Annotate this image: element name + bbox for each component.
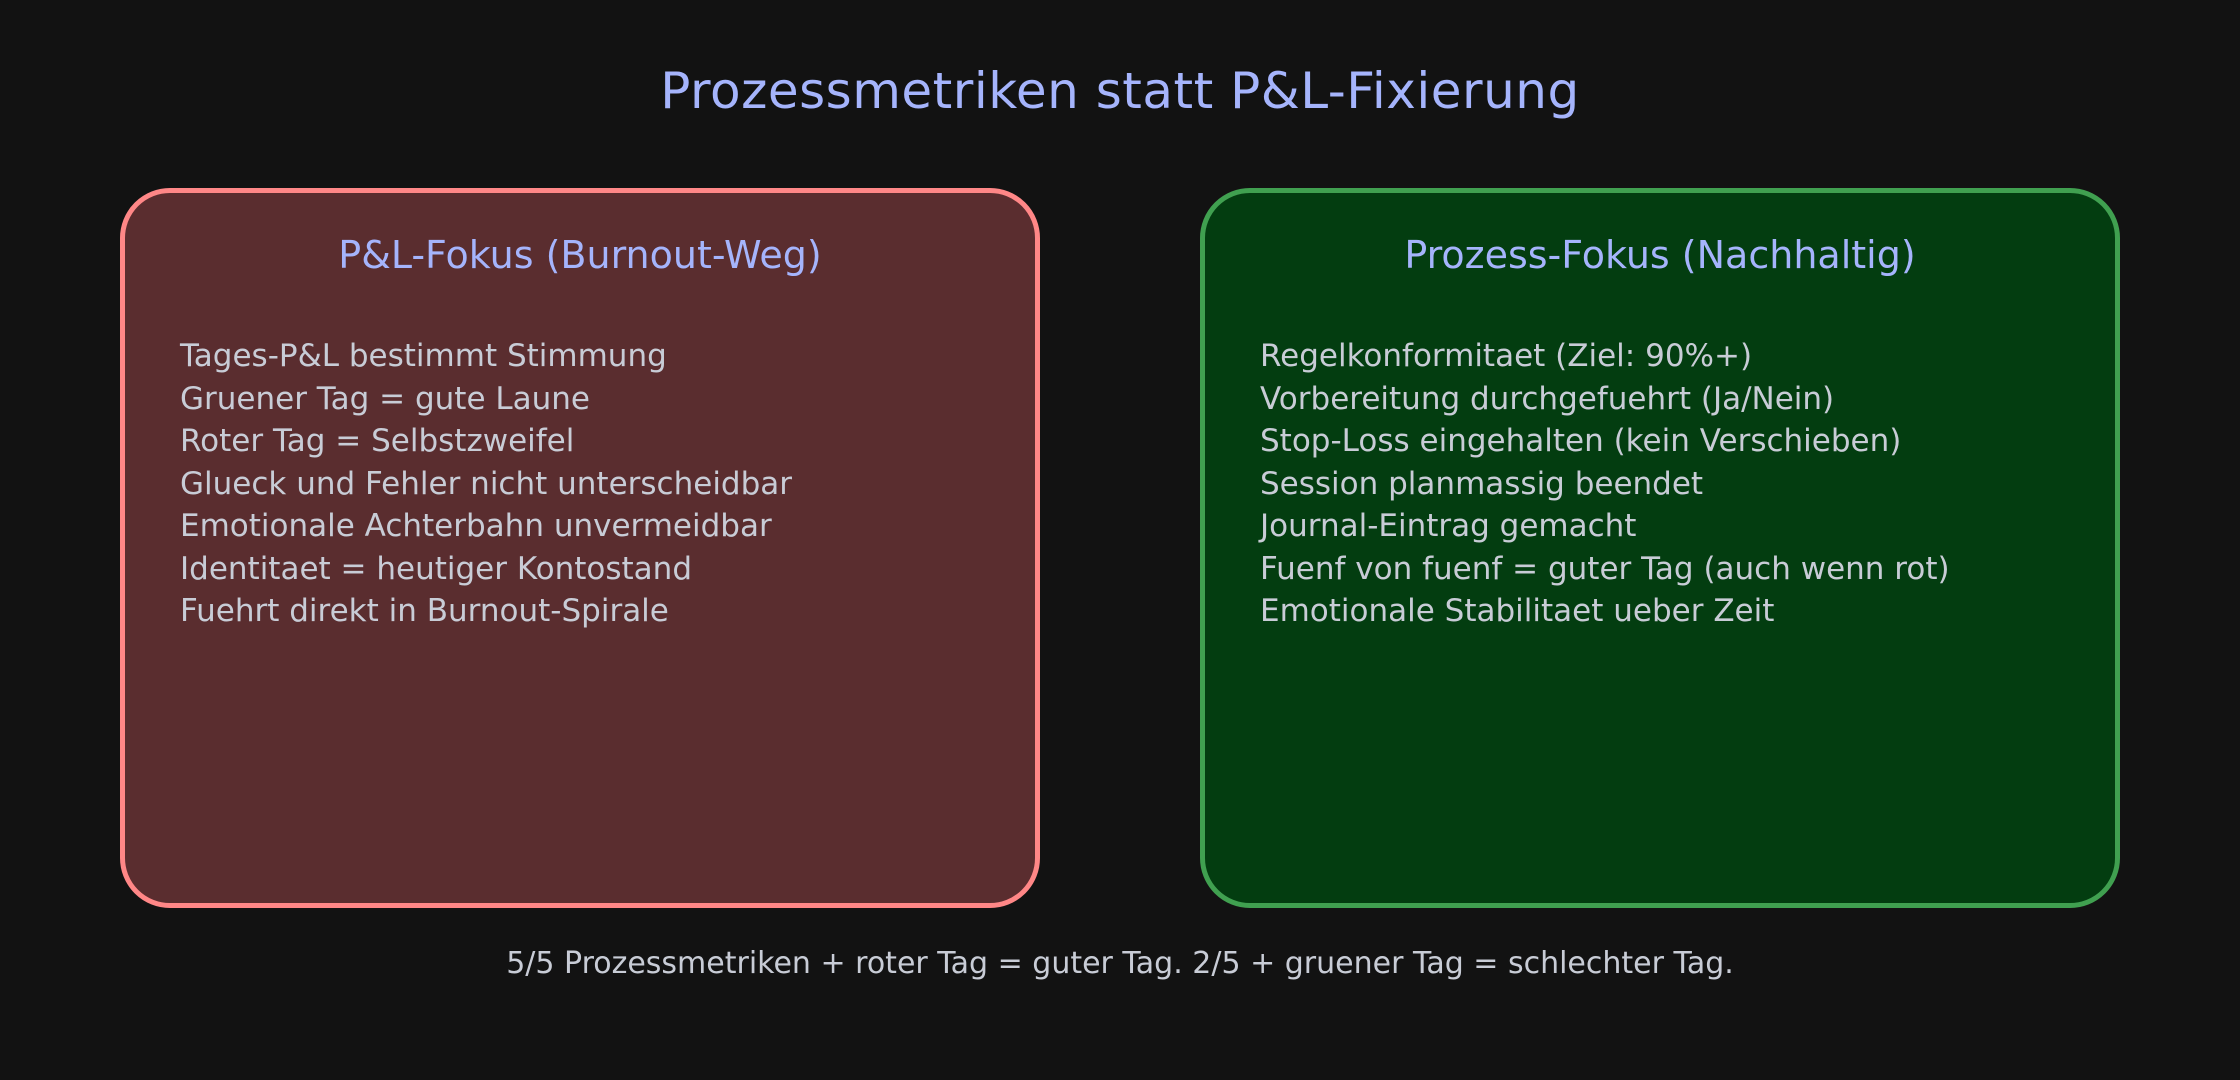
pnl-focus-list: Tages-P&L bestimmt Stimmung Gruener Tag …: [180, 335, 792, 633]
list-item: Emotionale Stabilitaet ueber Zeit: [1260, 593, 1775, 629]
list-item: Fuenf von fuenf = guter Tag (auch wenn r…: [1260, 550, 1950, 587]
list-item: Tages-P&L bestimmt Stimmung: [180, 338, 667, 374]
list-item: Fuehrt direkt in Burnout-Spirale: [180, 593, 669, 629]
list-item: Identitaet = heutiger Kontostand: [180, 550, 692, 587]
list-item: Vorbereitung durchgefuehrt (Ja/Nein): [1260, 380, 1835, 417]
pnl-focus-box: P&L-Fokus (Burnout-Weg) Tages-P&L bestim…: [120, 188, 1040, 908]
list-item: Regelkonformitaet (Ziel: 90%+): [1260, 338, 1753, 374]
list-item: Roter Tag = Selbstzweifel: [180, 423, 575, 459]
list-item: Gruener Tag = gute Laune: [180, 380, 591, 417]
list-item: Session planmassig beendet: [1260, 465, 1704, 502]
process-focus-list: Regelkonformitaet (Ziel: 90%+) Vorbereit…: [1260, 335, 1950, 633]
process-focus-title: Prozess-Fokus (Nachhaltig): [1404, 233, 1916, 277]
process-focus-box: Prozess-Fokus (Nachhaltig) Regelkonformi…: [1200, 188, 2120, 908]
diagram-title: Prozessmetriken statt P&L-Fixierung: [660, 62, 1580, 120]
list-item: Stop-Loss eingehalten (kein Verschieben): [1260, 423, 1902, 459]
list-item: Glueck und Fehler nicht unterscheidbar: [180, 465, 793, 502]
list-item: Emotionale Achterbahn unvermeidbar: [180, 508, 772, 544]
footer-caption: 5/5 Prozessmetriken + roter Tag = guter …: [506, 946, 1734, 981]
pnl-focus-title: P&L-Fokus (Burnout-Weg): [338, 233, 822, 277]
list-item: Journal-Eintrag gemacht: [1260, 508, 1637, 544]
